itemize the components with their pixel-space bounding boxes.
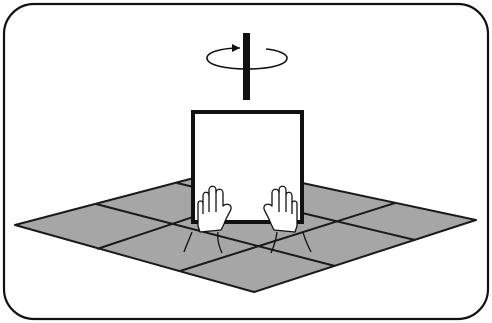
grout-line [179,202,396,272]
rotation-axis [243,33,250,100]
grout-line [95,203,336,267]
hand-icon [263,185,312,254]
hand-icon [183,185,232,254]
rotation-arrow-icon [206,44,288,70]
floor-surface [14,167,477,293]
